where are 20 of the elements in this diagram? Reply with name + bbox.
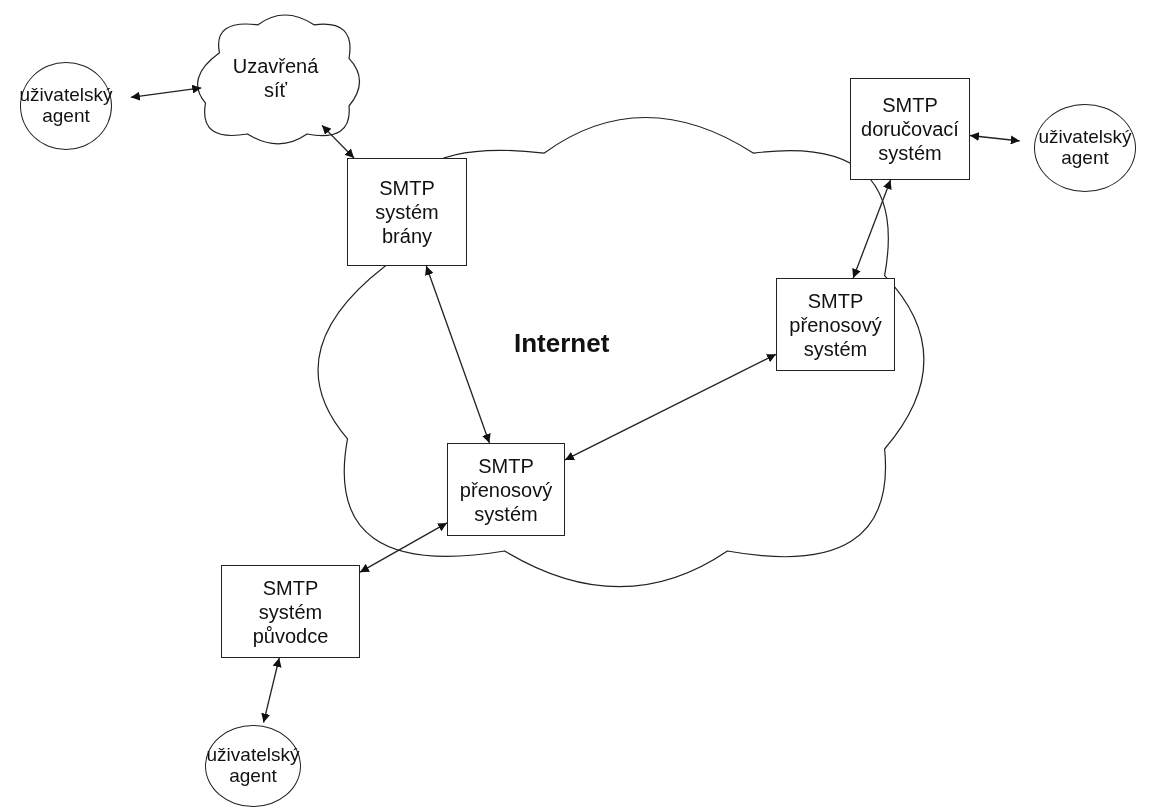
arrow [261, 657, 282, 724]
node-label: SMTP doručovací systém [860, 93, 960, 165]
node-label: Uzavřená síť [231, 54, 320, 102]
process-box [447, 443, 565, 536]
arrow [130, 84, 202, 101]
arrow [852, 179, 892, 279]
node-label: SMTP systém brány [374, 176, 440, 248]
arrow [321, 124, 355, 159]
arrow [969, 132, 1021, 145]
arrow [564, 353, 777, 461]
process-box [221, 565, 360, 658]
node-label: SMTP přenosový systém [788, 288, 883, 361]
arrow [359, 522, 448, 573]
process-box [776, 278, 895, 371]
node-label: uživatelský agent [1037, 127, 1133, 169]
arrow [425, 265, 491, 444]
node-label: Internet [514, 328, 610, 360]
process-box [850, 78, 970, 180]
node-label: SMTP systém původce [251, 575, 330, 648]
node-label: SMTP přenosový systém [458, 453, 554, 526]
